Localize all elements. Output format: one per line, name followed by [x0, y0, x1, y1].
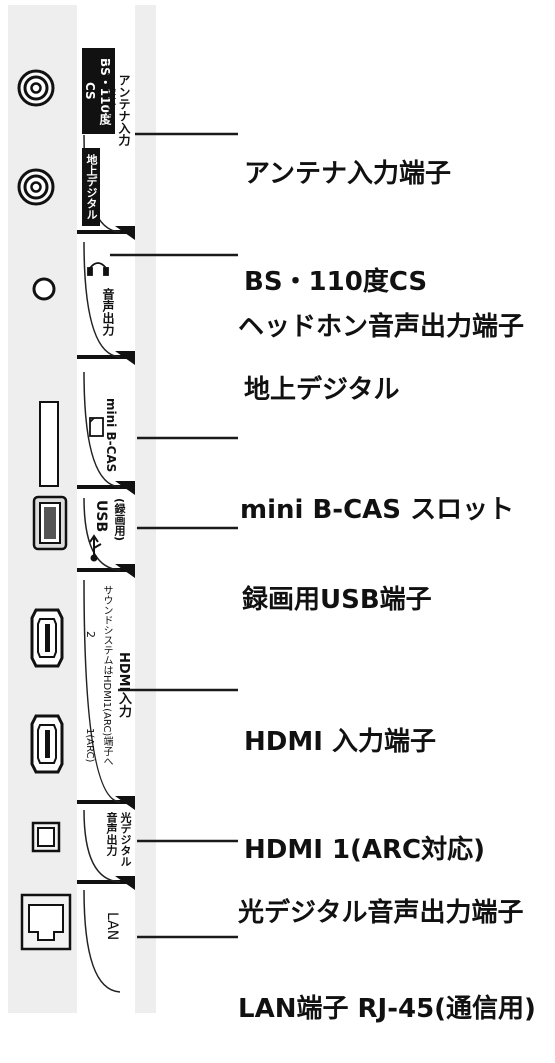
callout-bcas-line1: mini B-CAS スロット: [240, 495, 515, 525]
headphone-jack: [32, 277, 56, 301]
antenna-bs-port: [17, 69, 55, 107]
callout-bcas: mini B-CAS スロット: [240, 420, 514, 564]
callout-hdmi-line2: HDMI 1(ARC対応): [244, 835, 486, 865]
leader-lines: [110, 132, 238, 939]
strip-separators: [77, 226, 135, 890]
callout-antenna: アンテナ入力端子 BS・110度CS 地上デジタル: [244, 84, 451, 444]
antenna-terrestrial-port: [17, 168, 55, 206]
usb-icon: [89, 534, 102, 562]
callout-optical-line1: 光デジタル音声出力端子: [238, 898, 524, 928]
dc-spec-label: DC15V 最大4W: [104, 48, 115, 122]
hdmi-input-label: HDMI入力: [116, 652, 131, 718]
hdmi1-arc-label: 1(ARC): [84, 728, 95, 763]
optical-label: 光デジタル音声出力: [105, 812, 132, 867]
callout-hdmi: HDMI 入力端子 HDMI 1(ARC対応): [244, 652, 485, 904]
card-icon: [89, 417, 104, 437]
bs-badge: BS・110度CS: [82, 48, 115, 134]
callout-headphone: ヘッドホン音声出力端子: [238, 237, 524, 381]
usb-sub-label: (録画用): [113, 498, 126, 542]
callout-optical: 光デジタル音声出力端子: [238, 823, 523, 967]
usb-port: [32, 495, 68, 551]
mini-bcas-slot: [39, 401, 59, 487]
callout-antenna-line1: アンテナ入力端子: [244, 159, 451, 189]
lan-strip-label: LAN: [104, 912, 120, 941]
hdmi2-number: 2: [84, 631, 97, 638]
callout-usb: 録画用USB端子: [242, 510, 432, 654]
terrestrial-badge: 地上デジタル: [82, 148, 100, 226]
usb-label: USB: [93, 500, 109, 533]
audio-out-label: 音声出力: [101, 288, 115, 336]
lan-port: [20, 893, 72, 951]
hdmi-arc-note: サウンドシステムはHDMI1(ARC)端子へ: [101, 585, 112, 767]
callout-antenna-line2: BS・110度CS: [244, 267, 428, 297]
callout-lan: LAN端子 RJ-45(通信用): [238, 919, 536, 1063]
hdmi2-port: [30, 608, 64, 668]
callout-usb-line1: 録画用USB端子: [242, 585, 432, 615]
antenna-input-label: アンテナ入力: [117, 74, 131, 146]
callout-headphone-line1: ヘッドホン音声出力端子: [238, 312, 525, 342]
optical-port: [31, 821, 61, 853]
hdmi1-port: [30, 714, 64, 774]
callout-hdmi-line1: HDMI 入力端子: [244, 727, 436, 757]
headphone-icon: [87, 262, 109, 276]
callout-antenna-line3: 地上デジタル: [244, 375, 400, 405]
callout-lan-line1: LAN端子 RJ-45(通信用): [238, 994, 536, 1024]
bcas-label: mini B-CAS: [104, 398, 118, 473]
